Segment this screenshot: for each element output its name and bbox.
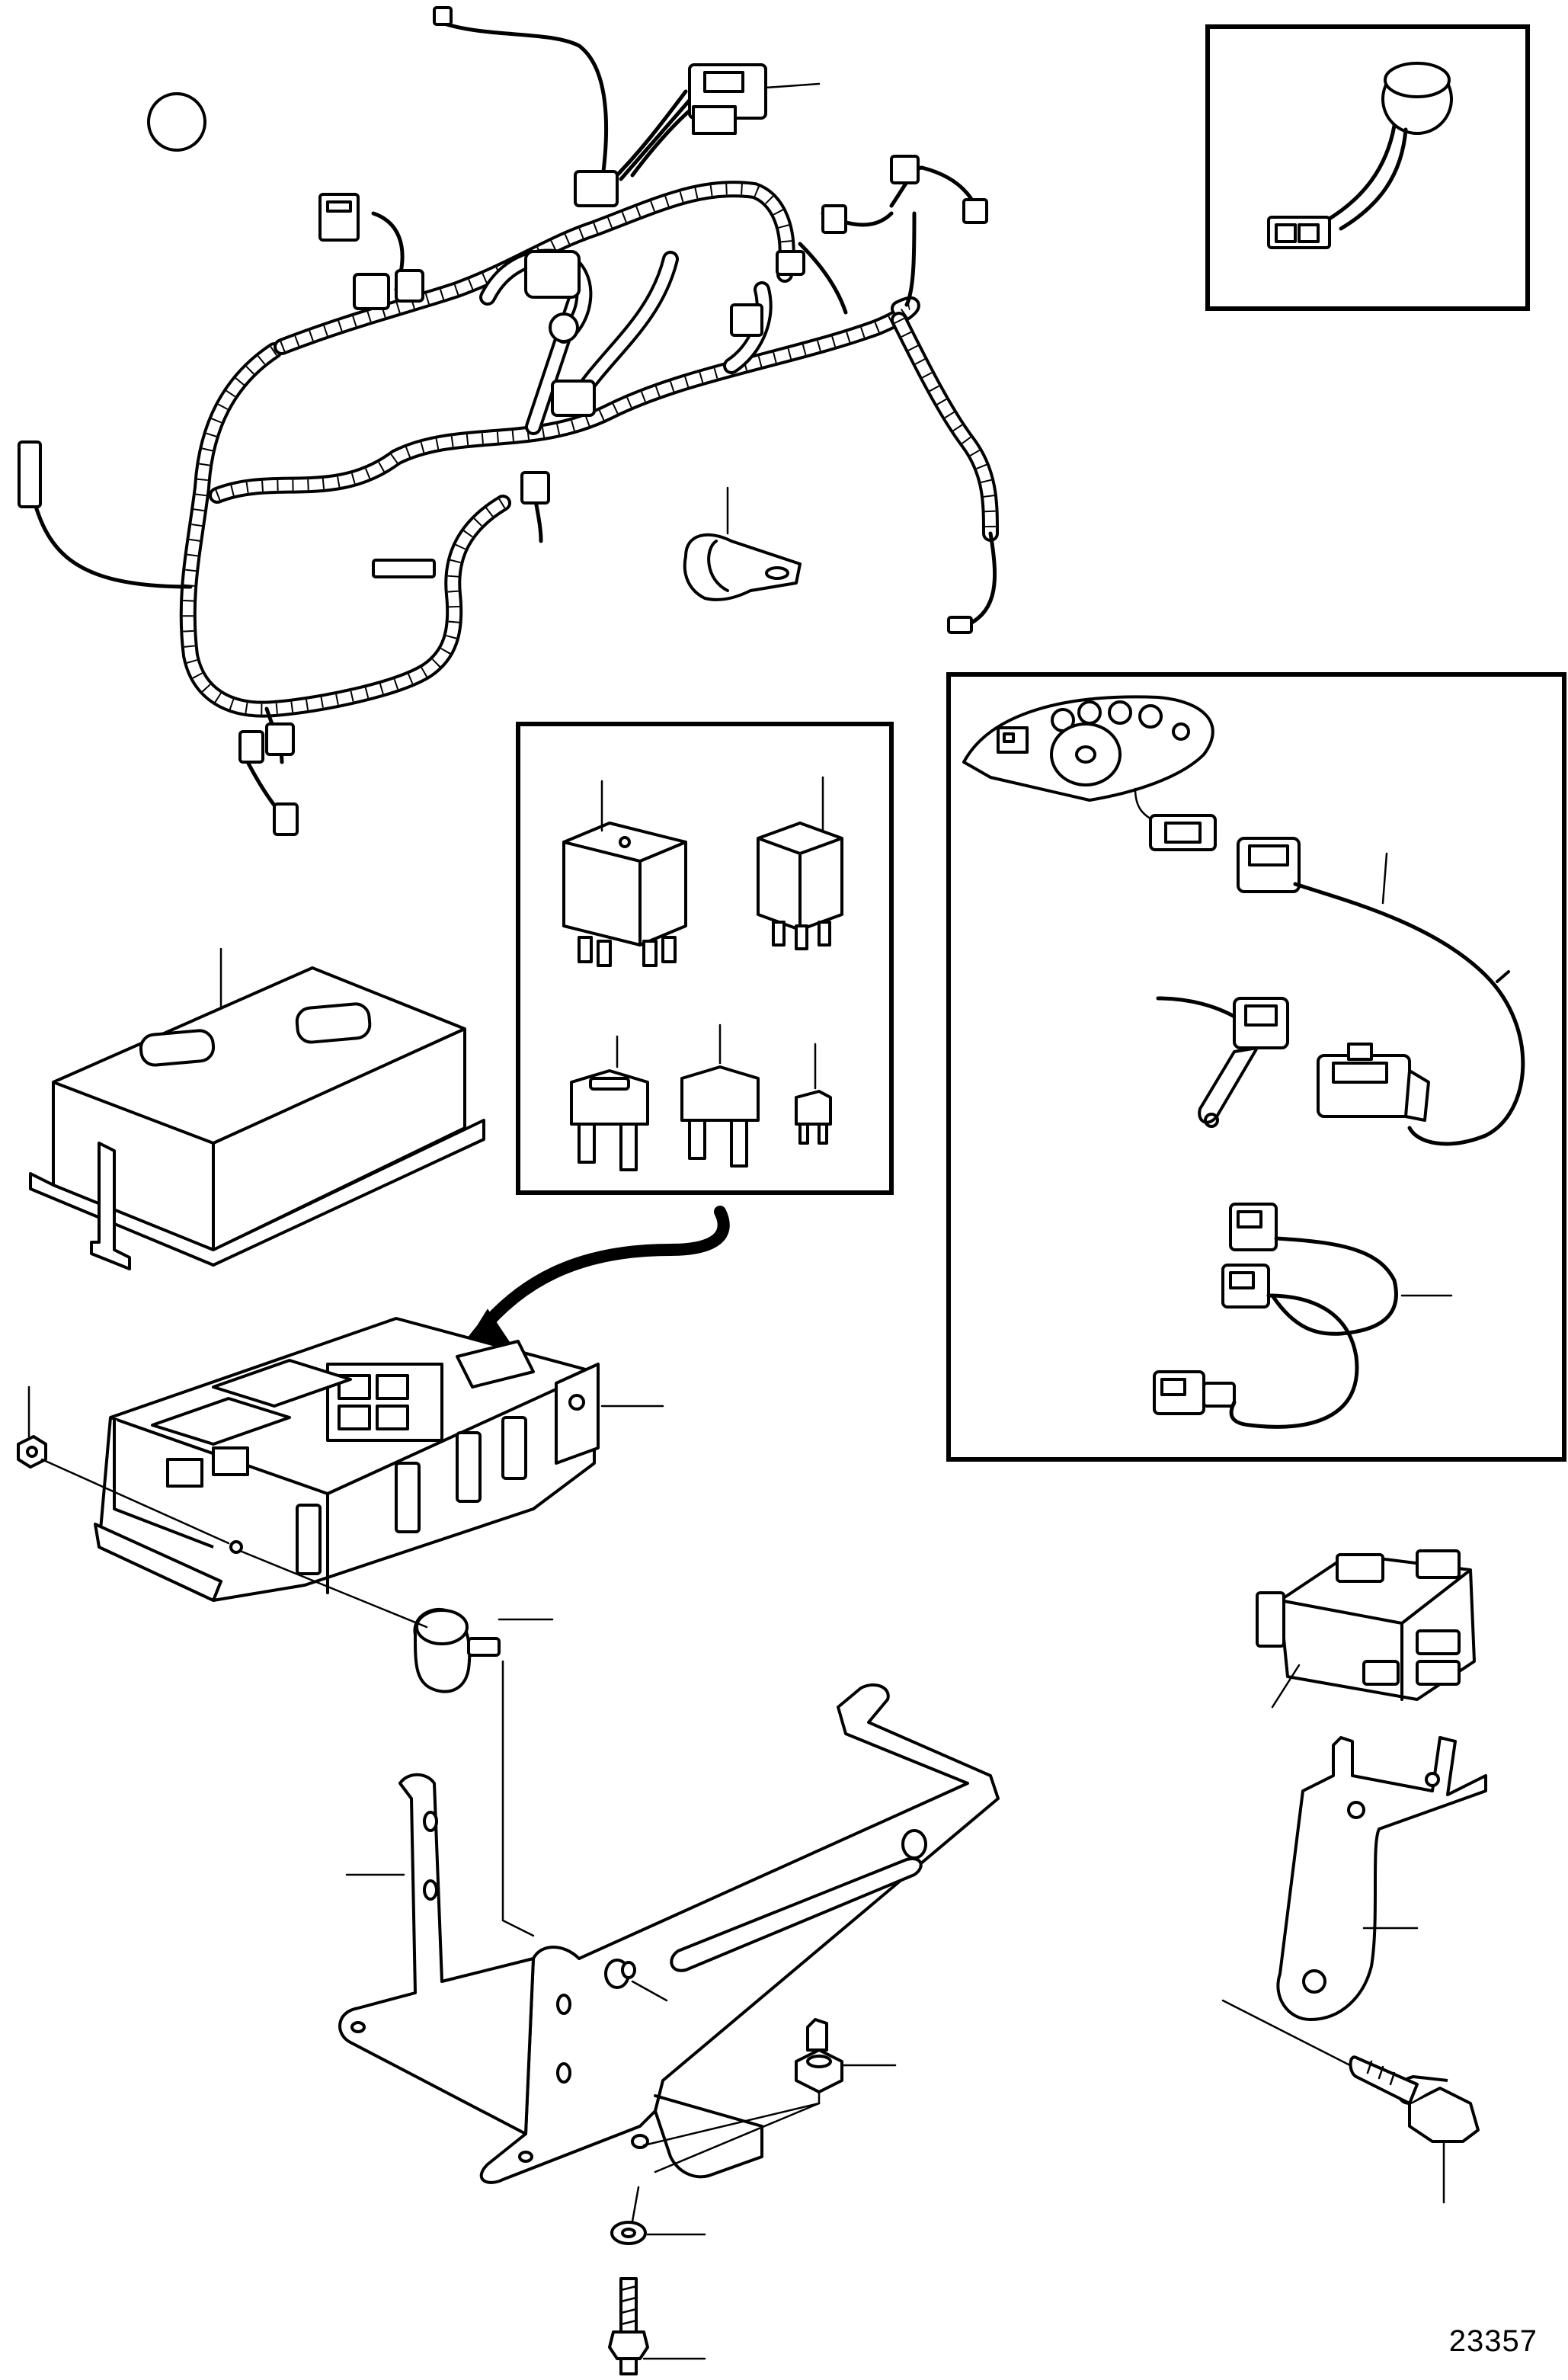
stud-bolt xyxy=(608,2277,706,2375)
rubber-mount xyxy=(238,1549,554,1937)
leader-helm-cable xyxy=(1381,852,1388,905)
harness-branch-wires xyxy=(28,21,997,825)
relays-fuses-inset xyxy=(516,722,894,1195)
sensor-inset xyxy=(1205,24,1530,311)
throttle-sensor-connector xyxy=(1156,996,1289,1128)
helm-cable-inset xyxy=(946,672,1566,1462)
fuse-standard xyxy=(680,1065,760,1168)
fuse-box-nut xyxy=(17,1385,230,1545)
helm-dashboard xyxy=(962,695,1214,825)
bracket-nut xyxy=(642,2018,897,2173)
harness-p-clamp xyxy=(683,486,802,601)
sensor-inset-frame xyxy=(1205,24,1530,311)
leader-main-connector xyxy=(764,82,821,89)
relays-fuses-inset-frame xyxy=(516,722,894,1195)
relay-bracket xyxy=(1221,1736,1487,2105)
harness-connectors xyxy=(18,6,988,836)
helm-connector-lower xyxy=(1317,1043,1430,1122)
fuse-maxi xyxy=(570,1069,649,1171)
relay-module xyxy=(1256,1549,1476,1709)
leader-relay-module xyxy=(1271,1664,1301,1709)
relay-large xyxy=(562,822,687,967)
washer xyxy=(610,2186,706,2245)
helm-cable-inset-frame xyxy=(946,672,1566,1462)
harness-trunk xyxy=(179,181,999,718)
harness-variant-circle xyxy=(147,92,206,152)
fuse-box xyxy=(94,1317,664,1602)
fuse-box-cover xyxy=(29,947,485,1270)
engine-wiring-harness xyxy=(18,6,999,836)
helm-connector-upper xyxy=(1149,814,1301,893)
figure-reference-number: 23357 xyxy=(1448,2324,1538,2358)
relay-small xyxy=(757,822,843,950)
fuse-mini xyxy=(795,1090,832,1145)
main-bracket xyxy=(338,1683,1000,2184)
extension-harness xyxy=(1153,1203,1453,1429)
relay-bracket-bolt xyxy=(1349,2055,1480,2204)
